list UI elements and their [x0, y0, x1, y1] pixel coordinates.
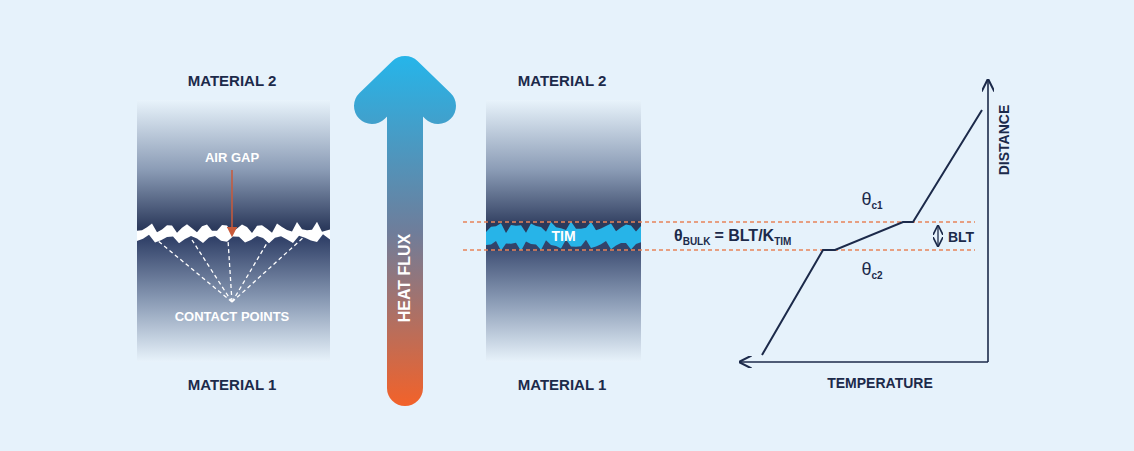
material-upper	[137, 100, 330, 234]
material-label: MATERIAL 1	[518, 377, 607, 392]
contact-resistance: θc2	[861, 260, 882, 281]
blt-dimension	[937, 226, 938, 246]
material-lower	[137, 234, 330, 362]
axis-label: DISTANCE	[997, 105, 1011, 176]
formula: θBULK= BLT/KTIM	[674, 228, 791, 247]
air-gap-leader	[231, 170, 233, 232]
subscript: TIM	[774, 236, 791, 247]
dimension-label: BLT	[948, 230, 974, 244]
material-upper	[486, 100, 641, 222]
guide-lines	[463, 222, 975, 250]
symbol: θ	[861, 189, 871, 209]
axis-label: TEMPERATURE	[827, 376, 933, 390]
symbol: = BLT/K	[714, 227, 774, 244]
node-text: HEAT FLUX	[397, 233, 413, 322]
subscript: BULK	[683, 236, 711, 247]
tim-band: TIM	[486, 222, 641, 250]
axes	[740, 80, 988, 362]
contact-resistance: θc1	[861, 190, 882, 211]
symbol: θ	[861, 259, 871, 279]
subscript: c1	[871, 200, 882, 211]
callout-label: AIR GAP	[205, 151, 259, 164]
contact-lines	[152, 236, 305, 302]
symbol: θ	[674, 227, 683, 244]
material-lower	[486, 250, 641, 362]
tim-layer	[486, 222, 641, 250]
subscript: c2	[871, 270, 882, 281]
callout-label: CONTACT POINTS	[175, 310, 290, 323]
temperature-profile	[762, 110, 982, 355]
material-label: MATERIAL 2	[518, 73, 607, 88]
node-text: TIM	[551, 229, 575, 243]
material-label: MATERIAL 1	[188, 377, 277, 392]
heat-flux-arrow	[372, 74, 438, 388]
heat-flux-arrow-label: HEAT FLUX	[387, 170, 423, 385]
material-label: MATERIAL 2	[188, 73, 277, 88]
